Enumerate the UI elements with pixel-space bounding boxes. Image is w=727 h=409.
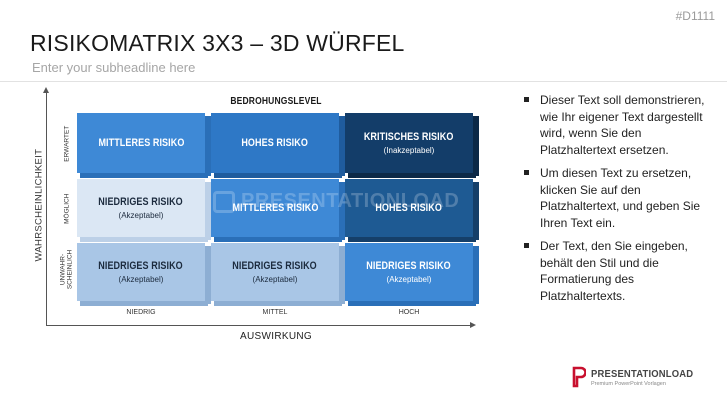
- cell-title: KRITISCHES RISIKO: [364, 131, 454, 143]
- matrix-cell-r1c1[interactable]: MITTLERES RISIKO: [211, 179, 345, 242]
- cube-side: [205, 246, 211, 304]
- row-label-possible: MÖGLICH: [63, 193, 71, 224]
- cell-title: HOHES RISIKO: [241, 137, 309, 149]
- cell-title: NIEDRIGES RISIKO: [98, 260, 184, 272]
- cube-side: [205, 116, 211, 176]
- cube-bottom: [348, 301, 476, 306]
- cell-subtitle: (Akzeptabel): [252, 275, 298, 284]
- subheadline[interactable]: Enter your subheadline here: [32, 60, 196, 75]
- x-axis-line: [46, 325, 471, 326]
- cell-subtitle: (Akzeptabel): [118, 275, 164, 284]
- y-axis-arrow-icon: [43, 87, 49, 93]
- cube-side: [339, 246, 345, 304]
- cube-bottom: [80, 173, 208, 178]
- y-axis-line: [46, 92, 47, 326]
- cell-subtitle: (Inakzeptabel): [383, 146, 435, 155]
- cube-bottom: [80, 301, 208, 306]
- logo-tagline: Premium PowerPoint Vorlagen: [591, 380, 666, 387]
- x-axis-arrow-icon: [470, 322, 476, 328]
- cube-side: [473, 182, 479, 240]
- matrix-cell-r1c2[interactable]: HOHES RISIKO: [345, 179, 479, 242]
- cell-title: NIEDRIGES RISIKO: [232, 260, 318, 272]
- cube-bottom: [348, 237, 476, 242]
- x-label-high: HOCH: [398, 309, 420, 316]
- x-axis-title: AUSWIRKUNG: [240, 331, 312, 342]
- cube-bottom: [214, 301, 342, 306]
- cell-subtitle: (Akzeptabel): [118, 211, 164, 220]
- cube-bottom: [80, 237, 208, 242]
- cell-title: NIEDRIGES RISIKO: [98, 196, 184, 208]
- bullet-item: Dieser Text soll demonstrieren, wie Ihr …: [522, 92, 712, 158]
- cube-side: [473, 246, 479, 304]
- matrix-cell-r0c2[interactable]: KRITISCHES RISIKO (Inakzeptabel): [345, 113, 479, 178]
- y-axis-title: WAHRSCHEINLICHKEIT: [33, 148, 45, 262]
- cell-title: HOHES RISIKO: [375, 202, 443, 214]
- matrix-cell-r2c2[interactable]: NIEDRIGES RISIKO (Akzeptabel): [345, 243, 479, 306]
- matrix-cell-r0c1[interactable]: HOHES RISIKO: [211, 113, 345, 178]
- cell-title: MITTLERES RISIKO: [231, 202, 318, 214]
- page-title: RISIKOMATRIX 3X3 – 3D WÜRFEL: [30, 30, 405, 56]
- x-label-low: NIEDRIG: [126, 309, 156, 316]
- cube-side: [339, 182, 345, 240]
- cell-title: NIEDRIGES RISIKO: [366, 260, 452, 272]
- cube-bottom: [214, 173, 342, 178]
- column-header: BEDROHUNGSLEVEL: [230, 96, 322, 107]
- cube-bottom: [348, 173, 476, 178]
- bullet-item: Um diesen Text zu ersetzen, klicken Sie …: [522, 165, 712, 231]
- cube-side: [339, 116, 345, 176]
- row-label-expected: ERWARTET: [63, 125, 71, 162]
- matrix-cell-r2c1[interactable]: NIEDRIGES RISIKO (Akzeptabel): [211, 243, 345, 306]
- cell-title: MITTLERES RISIKO: [97, 137, 184, 149]
- presentationload-logo: PRESENTATIONLOAD Premium PowerPoint Vorl…: [572, 366, 705, 388]
- cube-bottom: [214, 237, 342, 242]
- x-label-medium: MITTEL: [262, 309, 288, 316]
- logo-p-icon: [572, 366, 586, 388]
- cell-subtitle: (Akzeptabel): [386, 275, 432, 284]
- cube-side: [473, 116, 479, 176]
- matrix-cell-r2c0[interactable]: NIEDRIGES RISIKO (Akzeptabel): [77, 243, 211, 306]
- matrix-cell-r1c0[interactable]: NIEDRIGES RISIKO (Akzeptabel): [77, 179, 211, 242]
- bullet-item: Der Text, den Sie eingeben, behält den S…: [522, 238, 712, 304]
- bullet-list[interactable]: Dieser Text soll demonstrieren, wie Ihr …: [522, 92, 712, 311]
- row-label-unlikely: UNWAHR- SCHEINLICH: [59, 249, 74, 290]
- cube-side: [205, 182, 211, 240]
- matrix-cell-r0c0[interactable]: MITTLERES RISIKO: [77, 113, 211, 178]
- logo-name: PRESENTATIONLOAD: [591, 367, 694, 380]
- header-divider: [0, 81, 727, 82]
- slide-id: #D1111: [675, 9, 715, 23]
